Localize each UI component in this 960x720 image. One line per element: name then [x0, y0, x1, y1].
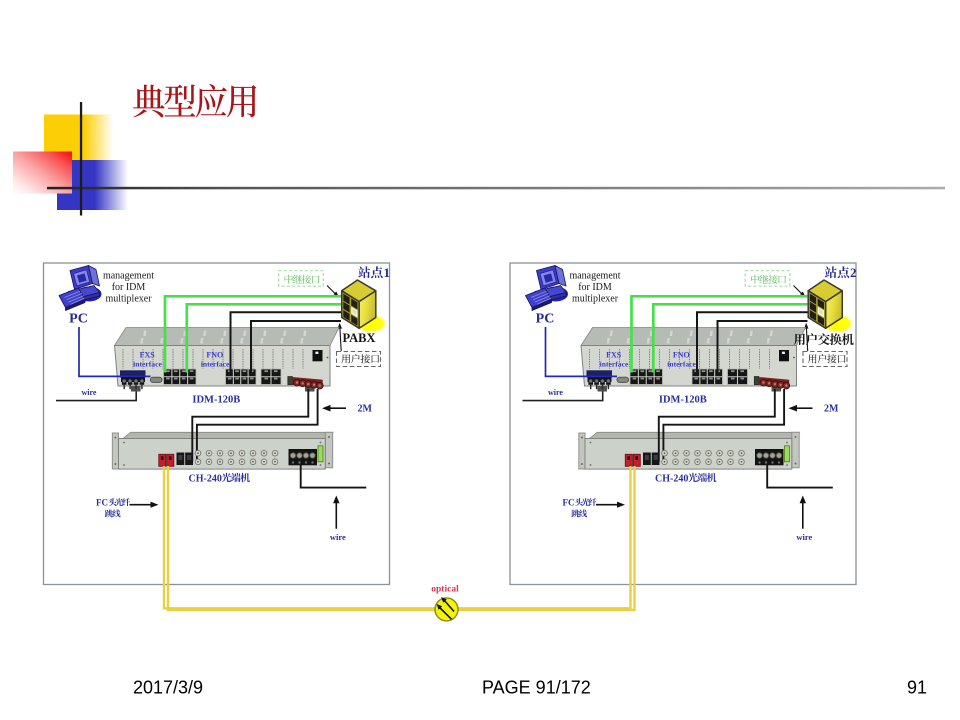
- svg-text:91: 91: [907, 678, 927, 698]
- svg-text:2017/3/9: 2017/3/9: [133, 678, 203, 698]
- svg-text:2: 2: [850, 265, 857, 280]
- svg-text:1: 1: [384, 265, 391, 280]
- svg-text:PABX: PABX: [342, 331, 375, 345]
- svg-text:PAGE 91/172: PAGE 91/172: [482, 678, 591, 698]
- svg-text:optical: optical: [431, 584, 459, 594]
